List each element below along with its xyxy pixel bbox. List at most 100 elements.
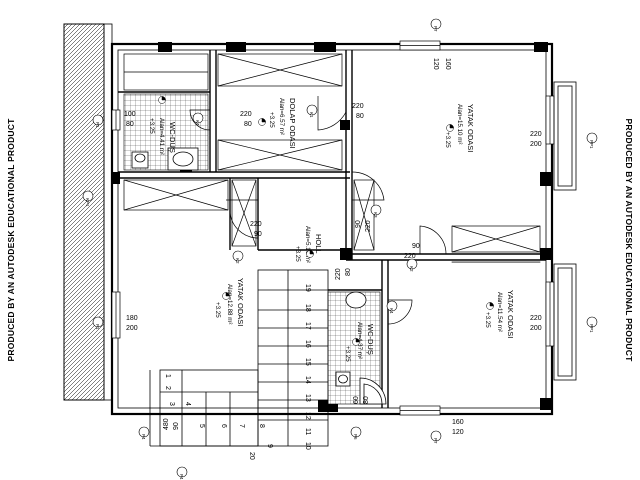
room-level: +3.25: [294, 246, 301, 262]
tag-label: P6: [353, 434, 358, 440]
dim-value: 120: [452, 429, 464, 436]
stair-number: 5: [198, 424, 205, 428]
dim-value: 80: [126, 121, 134, 128]
stair-number: 15: [304, 358, 311, 366]
stair-number: 18: [304, 304, 311, 312]
tag-label: P7: [433, 26, 438, 32]
room-name: WC-DUŞ: [168, 122, 177, 153]
room-name: WC-DUŞ: [366, 324, 375, 355]
doors: [189, 96, 447, 325]
stair-number: 6: [220, 424, 227, 428]
tag-label: P1: [95, 122, 100, 128]
dim-value: 480: [163, 418, 170, 430]
tag-label: K4: [195, 120, 200, 126]
dim-value: 90: [355, 220, 362, 228]
stair-number: 12: [304, 412, 311, 420]
room-wc-dus-1: WC-DUŞ Alan=4.41 m² +3.25: [148, 118, 177, 155]
dim-value: 90: [412, 243, 420, 250]
stair-number: 14: [304, 376, 311, 384]
windows: [111, 40, 555, 416]
level-markers: [158, 96, 494, 346]
dim-value: 200: [530, 325, 542, 332]
tag-label: P4: [141, 434, 146, 440]
room-yatak-3: YATAK ODASI Alan=11.54 m² +3.25: [484, 290, 515, 338]
stair-number: 1: [164, 374, 171, 378]
dim-value: 220: [530, 131, 542, 138]
dim-value: 120: [432, 58, 439, 70]
stair-number: 10: [304, 442, 311, 450]
dim-value: 90: [254, 231, 262, 238]
element-tag-labels: K1 K3 K2 K2 K4 K4 P1 P1 P7 P7 PP1 PP1 P4…: [85, 26, 594, 480]
room-area: Alan=12.88 m²: [226, 284, 233, 324]
dim-value: 80: [363, 396, 370, 404]
stair-number: 4: [184, 402, 191, 406]
dim-value: 200: [530, 141, 542, 148]
dim-value: 80: [356, 113, 364, 120]
room-dolap: DOLAP ODASI Alan=6.57 m² +3.25: [268, 98, 297, 149]
dim-value: 160: [452, 419, 464, 426]
room-area: Alan=15.10 m²: [456, 104, 463, 144]
dim-value: 220: [240, 111, 252, 118]
room-area: Alan=11.54 m²: [496, 292, 503, 332]
stair-number: 19: [304, 284, 311, 292]
stair-numbers: 19 18 17 16 15 14 13 12 11 10 1 2 3 4 5 …: [164, 284, 311, 460]
room-level: +3.25: [344, 346, 351, 362]
tag-label: K4: [389, 308, 394, 314]
room-area: Alan=4.41 m²: [158, 118, 165, 155]
dim-value: 80: [345, 268, 352, 276]
stair-number: 8: [258, 424, 265, 428]
tag-label: P1: [95, 324, 100, 330]
dim-value: 200: [126, 325, 138, 332]
stair-number: 3: [168, 402, 175, 406]
tag-label: K2: [409, 266, 414, 272]
room-name: YATAK ODASI: [466, 104, 475, 152]
dim-value: 220: [352, 103, 364, 110]
fixtures: [131, 147, 387, 405]
dim-value: 220: [404, 253, 416, 260]
room-name: HOLL: [314, 234, 323, 254]
stair-number: 20: [248, 452, 255, 460]
room-area: Alan=6.57 m²: [278, 98, 285, 135]
dim-value: 80: [244, 121, 252, 128]
dim-value: 220: [250, 221, 262, 228]
dim-value: 220: [530, 315, 542, 322]
tag-label: PP1: [589, 140, 594, 149]
tag-label: K2: [235, 258, 240, 264]
dim-value: 100: [124, 111, 136, 118]
tag-label: PP1: [589, 324, 594, 333]
dim-value: 220: [365, 220, 372, 232]
room-yatak-1: YATAK ODASI Alan=15.10 m² +3.25: [444, 104, 475, 152]
room-level: +3.25: [268, 112, 275, 128]
stair-number: 17: [304, 322, 311, 330]
dim-value: 60: [353, 396, 360, 404]
stair-number: 13: [304, 394, 311, 402]
dim-value: 90: [173, 422, 180, 430]
closets: [123, 53, 541, 263]
room-level: +3.25: [148, 118, 155, 134]
tag-label: P7: [433, 438, 438, 444]
tag-label: K1: [309, 112, 314, 118]
tag-label: K3: [373, 212, 378, 218]
dim-value: 220: [335, 268, 342, 280]
stair-number: 16: [304, 340, 311, 348]
room-area: Alan=5.16 m²: [304, 226, 311, 263]
room-name: DOLAP ODASI: [288, 98, 297, 149]
stair-number: 9: [266, 444, 273, 448]
room-level: +3.25: [444, 132, 451, 148]
dim-value: 180: [126, 315, 138, 322]
terrace-hatch: [63, 23, 113, 401]
room-level: +3.25: [484, 312, 491, 328]
stair-number: 7: [238, 424, 245, 428]
room-name: YATAK ODASI: [236, 278, 245, 326]
tag-label: P4: [179, 474, 184, 480]
dimension-labels: 100 80 220 80 220 80 160 120 220 200 220…: [124, 58, 542, 436]
room-name: YATAK ODASI: [506, 290, 515, 338]
balconies: [553, 81, 577, 381]
element-tags: [82, 18, 598, 478]
stair-number: 2: [164, 386, 171, 390]
staircase: [149, 269, 329, 447]
stair-number: 11: [304, 428, 311, 435]
room-holl: HOLL Alan=5.16 m² +3.25: [294, 226, 323, 263]
tag-label: KP1: [85, 198, 90, 207]
